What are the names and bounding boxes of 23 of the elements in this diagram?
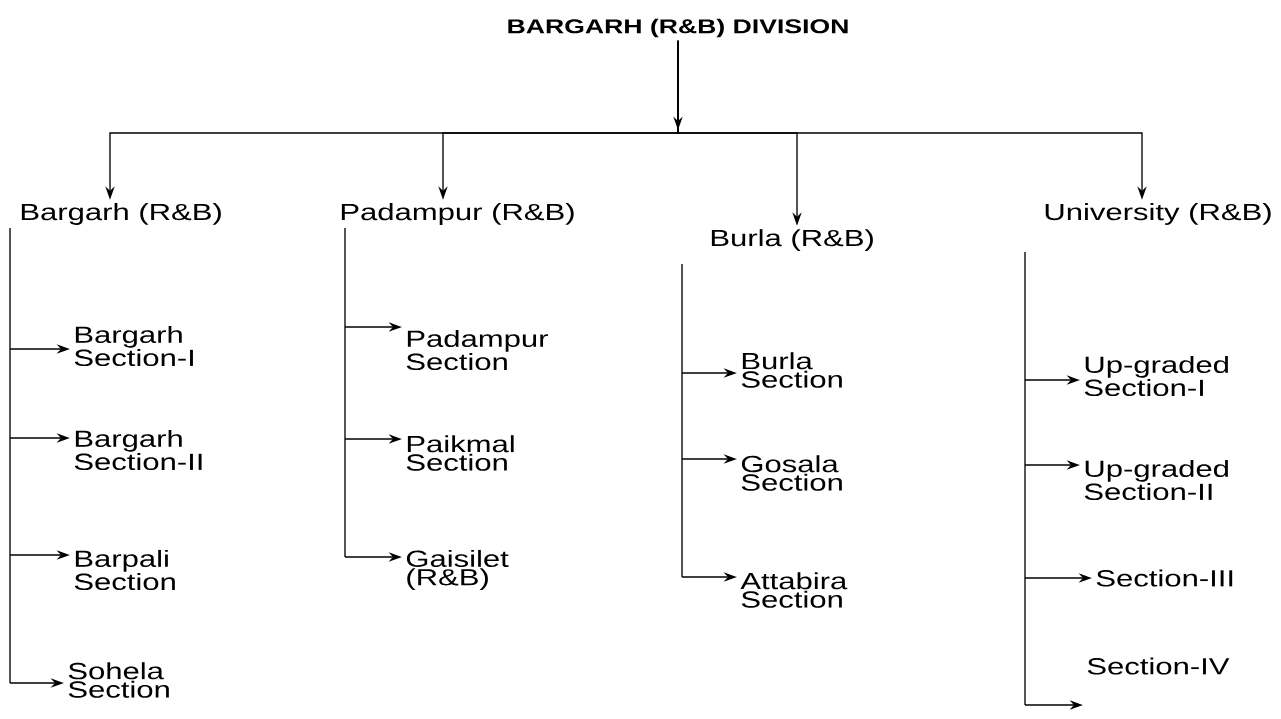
section-label: Paikmal Section (406, 435, 514, 471)
unit-label: Bargarh (R&B) (21, 203, 221, 225)
section-label: Burla Section (741, 352, 842, 388)
section-label: Bargarh Section-II (74, 429, 202, 471)
unit-label: Burla (R&B) (711, 229, 873, 251)
connector-line (681, 263, 683, 578)
section-label: Up-graded Section-II (1084, 459, 1228, 501)
section-label: Gaisilet (R&B) (406, 549, 509, 591)
section-label: Bargarh Section-I (74, 325, 193, 367)
section-label: Gosala Section (741, 455, 842, 491)
section-label: Attabira Section (740, 572, 848, 608)
section-label: Barpali Section (74, 549, 175, 591)
section-label: Sohela Section (68, 662, 169, 698)
unit-label: University (R&B) (1045, 203, 1271, 225)
connector-line (344, 227, 346, 558)
connector-line (9, 227, 11, 684)
connector-line (1024, 251, 1026, 706)
unit-label: Padampur (R&B) (341, 203, 574, 225)
section-label: Section-IV (1087, 657, 1230, 675)
section-label: Up-graded Section-I (1084, 355, 1228, 397)
section-label: Section-III (1096, 569, 1233, 587)
title: BARGARH (R&B) DIVISION (508, 18, 848, 38)
section-label: Padampur Section (406, 329, 548, 371)
